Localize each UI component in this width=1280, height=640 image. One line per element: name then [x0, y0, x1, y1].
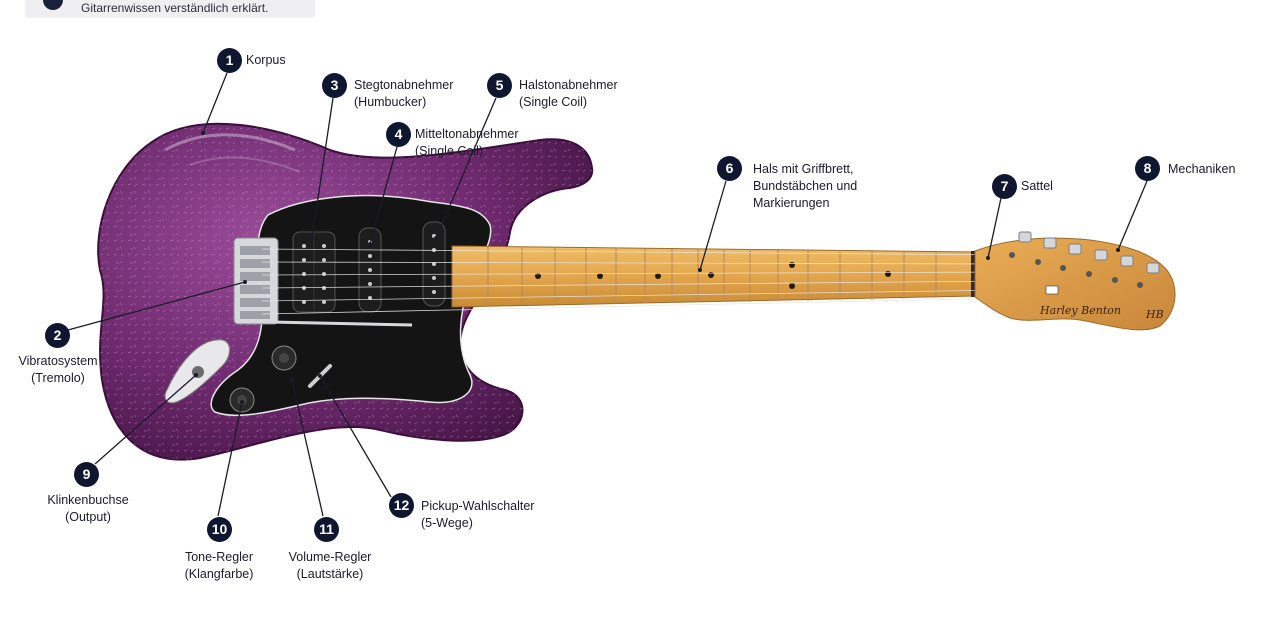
callout-label-line: Pickup-Wahlschalter [421, 499, 535, 513]
callout-label-korpus: Korpus [246, 52, 286, 69]
callout-label-line: Halstonabnehmer [519, 78, 618, 92]
callout-badge-3: 3 [322, 73, 347, 98]
callout-badge-6: 6 [717, 156, 742, 181]
callout-label-mechaniken: Mechaniken [1168, 161, 1235, 178]
callout-label-line: Vibratosystem [18, 354, 98, 368]
callout-label-stegtonabnehmer: Stegtonabnehmer (Humbucker) [354, 77, 453, 111]
callout-badge-4: 4 [386, 122, 411, 147]
callout-label-line: (Tremolo) [31, 371, 85, 385]
callout-badge-11: 11 [314, 517, 339, 542]
strings [261, 248, 1011, 315]
callout-label-line: (Single Coil) [519, 95, 588, 109]
callout-label-line: Markierungen [753, 196, 830, 210]
brand-strip [25, 0, 315, 18]
callout-badge-8: 8 [1135, 156, 1160, 181]
callout-label-line: Hals mit Griffbrett, [753, 162, 854, 176]
callout-label-line: (Humbucker) [354, 95, 427, 109]
callout-label-line: Stegtonabnehmer [354, 78, 454, 92]
callout-label-line: Tone-Regler [184, 550, 254, 564]
callout-label-pickup-wahlschalter: Pickup-Wahlschalter (5-Wege) [421, 498, 534, 532]
pickups [292, 221, 446, 313]
leader-endpoints [194, 131, 1120, 404]
callout-label-line: Mechaniken [1168, 162, 1236, 176]
callout-label-tone-regler: Tone-Regler (Klangfarbe) [169, 549, 269, 583]
brand-tagline: Gitarrenwissen verständlich erklärt. [81, 1, 269, 15]
callout-badge-1: 1 [217, 48, 242, 73]
callout-label-sattel: Sattel [1021, 178, 1053, 195]
callout-label-line: (Output) [65, 510, 111, 524]
callout-label-line: (Klangfarbe) [184, 567, 254, 581]
callout-label-klinkenbuchse: Klinkenbuchse (Output) [38, 492, 138, 526]
callout-badge-10: 10 [207, 517, 232, 542]
leader-lines [67, 72, 1148, 517]
tremolo-bridge [233, 237, 413, 327]
callout-label-line: (Lautstärke) [296, 567, 364, 581]
callout-label-line: Volume-Regler [288, 550, 372, 564]
callout-label-line: Mitteltonabnehmer [415, 127, 519, 141]
output-jack [164, 339, 230, 404]
nut [971, 251, 977, 297]
callout-label-mitteltonabnehmer: Mitteltonabnehmer (Single Coil) [415, 126, 519, 160]
callout-label-line: Bundstäbchen und [753, 179, 858, 193]
headstock-monogram: HB [1145, 308, 1164, 321]
callout-label-hals: Hals mit Griffbrett, Bundstäbchen und Ma… [753, 161, 857, 212]
callout-label-vibratosystem: Vibratosystem (Tremolo) [8, 353, 108, 387]
callout-label-line: Sattel [1021, 179, 1053, 193]
guitar-neck [451, 245, 977, 308]
callout-badge-9: 9 [74, 462, 99, 487]
callout-badge-5: 5 [487, 73, 512, 98]
headstock-logo: Harley Benton [1039, 304, 1121, 317]
callout-label-line: (Single Coil) [415, 144, 484, 158]
callout-badge-7: 7 [992, 174, 1017, 199]
callout-label-line: Korpus [246, 53, 286, 67]
callout-label-line: (5-Wege) [421, 516, 473, 530]
tuners [1009, 231, 1160, 288]
callout-badge-2: 2 [45, 323, 70, 348]
callout-label-line: Klinkenbuchse [47, 493, 129, 507]
callout-label-halstonabnehmer: Halstonabnehmer (Single Coil) [519, 77, 618, 111]
brand-logo-icon [43, 0, 63, 10]
callout-label-volume-regler: Volume-Regler (Lautstärke) [278, 549, 382, 583]
callout-badge-12: 12 [389, 493, 414, 518]
